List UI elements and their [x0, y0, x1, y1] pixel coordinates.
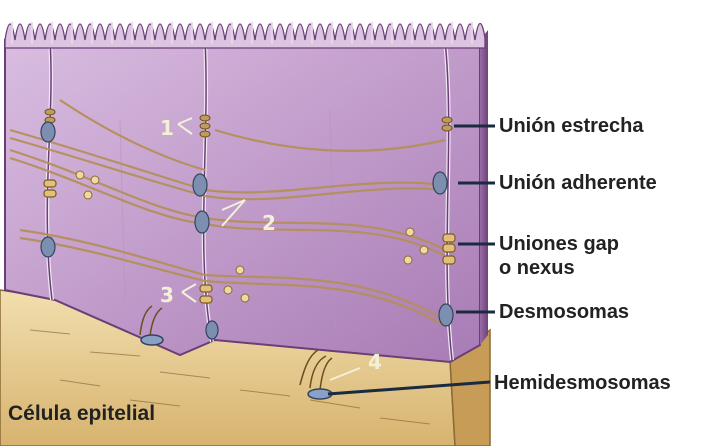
microvilli — [5, 22, 485, 48]
marker-number-3: 3 — [160, 283, 174, 307]
marker-number-2: 2 — [262, 211, 276, 235]
label-tight-junction: Unión estrecha — [499, 115, 643, 137]
marker-number-4: 4 — [368, 350, 382, 374]
label-hemidesmosomes: Hemidesmosomas — [494, 372, 671, 394]
diagram-caption: Célula epitelial — [8, 402, 155, 426]
label-gap-junction-line1: Uniones gap — [499, 233, 619, 255]
label-desmosomes: Desmosomas — [499, 301, 629, 323]
marker-number-1: 1 — [160, 116, 174, 140]
label-gap-junction-line2: o nexus — [499, 257, 575, 279]
label-adherens-junction: Unión adherente — [499, 172, 657, 194]
